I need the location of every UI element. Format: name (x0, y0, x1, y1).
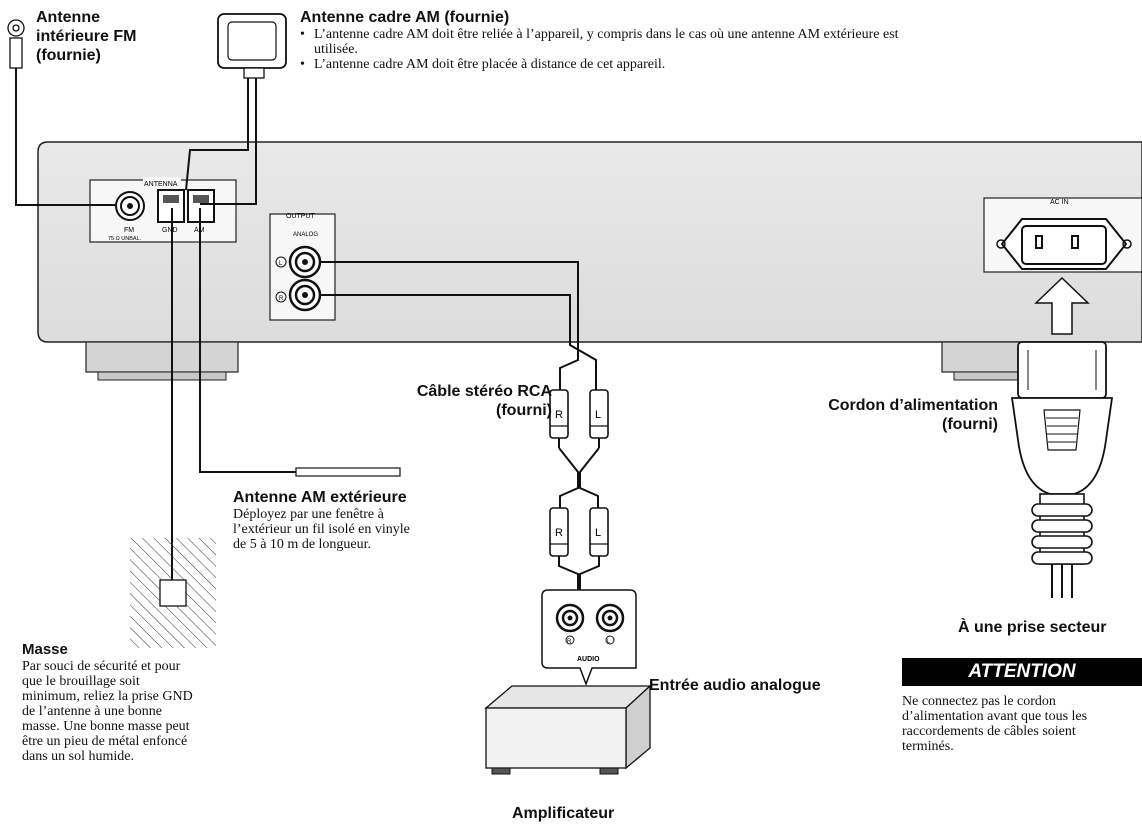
panel-ac-in-label: AC IN (1050, 199, 1069, 206)
am-outdoor-title: Antenne AM extérieure (233, 489, 407, 506)
am-loop-title: Antenne cadre AM (fournie) (300, 9, 510, 26)
panel-am-label: AM (194, 227, 205, 234)
am-loop-bullet: • L’antenne cadre AM doit être placée à … (300, 57, 666, 72)
wall-outlet-label: À une prise secteur (958, 619, 1107, 636)
plug-r-upper: R (555, 409, 563, 421)
am-outdoor-wire (199, 208, 401, 477)
fm-indoor-antenna (7, 19, 116, 206)
attention-notes: Ne connectez pas le cordon d’alimentatio… (902, 694, 1088, 754)
plug-l-upper: L (595, 409, 601, 421)
panel-r-label: R (279, 296, 284, 302)
panel-gnd-label: GND (162, 227, 178, 234)
amp-r-label: R (567, 639, 572, 645)
receiver-rear-panel (37, 141, 1142, 381)
am-loop-antenna (185, 13, 287, 205)
power-cord-plug (1010, 341, 1114, 598)
am-loop-bullet: • L’antenne cadre AM doit être reliée à … (300, 27, 899, 57)
panel-fm-sub-label: 75 Ω UNBAL. (108, 236, 142, 242)
panel-analog-label: ANALOG (293, 232, 318, 238)
amplifier-label: Amplificateur (512, 805, 615, 822)
panel-output-label: OUTPUT (286, 213, 316, 220)
plug-r-lower: R (555, 527, 563, 539)
ground-wire (130, 208, 216, 648)
analog-input-label: Entrée audio analogue (649, 677, 821, 694)
panel-fm-label: FM (124, 227, 134, 234)
attention-banner: ATTENTION (902, 658, 1142, 686)
ac-inlet (983, 197, 1142, 273)
ground-title: Masse (22, 641, 68, 658)
left-foot (85, 341, 239, 373)
am-loop-notes: Antenne cadre AM (fournie) • L’antenne c… (300, 8, 1140, 72)
panel-l-label: L (279, 261, 283, 267)
am-outdoor-notes: Antenne AM extérieure Déployez par une f… (233, 488, 493, 552)
amplifier-illustration (484, 684, 652, 775)
amp-audio-label: AUDIO (577, 656, 600, 663)
amplifier-input-callout (541, 589, 637, 687)
panel-antenna-label: ANTENNA (144, 181, 178, 188)
plug-in-arrow (1034, 276, 1090, 335)
rca-cable-label: Câble stéréo RCA (fourni) (416, 383, 552, 419)
ground-notes: Masse Par souci de sécurité et pour que … (22, 640, 272, 764)
rca-cable (320, 261, 609, 590)
plug-l-lower: L (595, 527, 601, 539)
power-cord-label: Cordon d’alimentation (fourni) (828, 397, 998, 433)
output-block (269, 213, 336, 321)
amp-l-label: L (607, 639, 611, 645)
fm-antenna-label: Antenne intérieure FM (fournie) (36, 9, 137, 64)
